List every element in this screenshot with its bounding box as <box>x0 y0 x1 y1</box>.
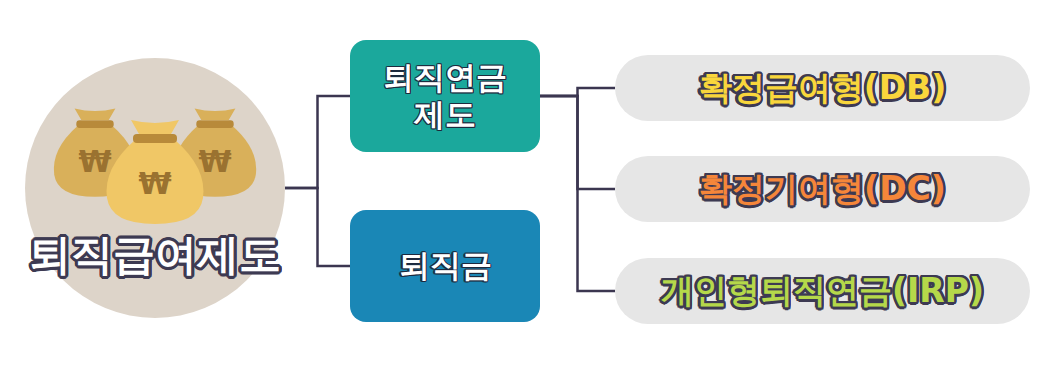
category-box: 퇴직금 <box>350 210 540 322</box>
type-pill: 확정기여형(DC) <box>615 156 1030 222</box>
currency-symbol: ₩ <box>78 147 111 177</box>
box-label: 퇴직금 <box>399 247 492 284</box>
pill-label: 확정기여형(DC) <box>699 170 946 208</box>
currency-symbol: ₩ <box>138 169 171 199</box>
node-title: 퇴직급여제도 <box>29 232 281 278</box>
type-pill: 확정급여형(DB) <box>615 55 1030 121</box>
box-label: 퇴직연금 제도 <box>370 59 520 133</box>
currency-symbol: ₩ <box>198 147 231 177</box>
pill-label: 개인형퇴직연금(IRP) <box>661 272 984 310</box>
type-pill: 개인형퇴직연금(IRP) <box>615 258 1030 324</box>
connector <box>285 96 350 188</box>
pill-label: 확정급여형(DB) <box>699 69 947 107</box>
connector <box>285 188 350 266</box>
category-box: 퇴직연금 제도 <box>350 40 540 152</box>
connector <box>540 96 615 291</box>
circle-node: 퇴직급여제도 ₩ ₩ ₩ <box>25 58 285 318</box>
